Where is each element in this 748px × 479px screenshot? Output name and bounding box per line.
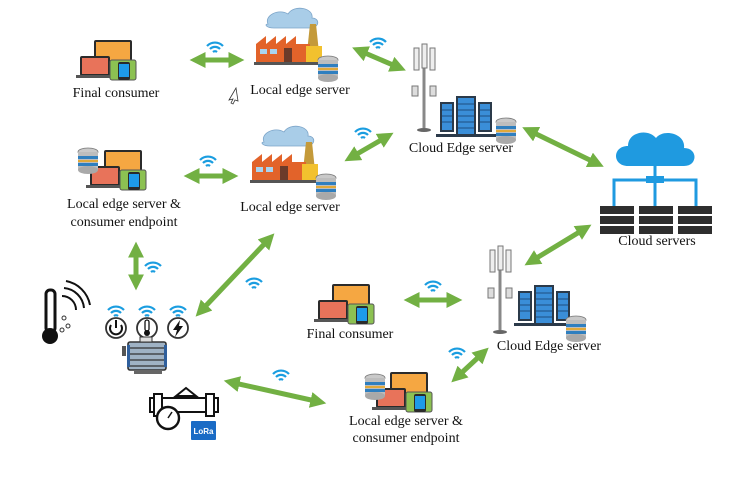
- label-local-edge-top: Local edge server: [250, 83, 350, 98]
- label-endpoint-bottom-2: consumer endpoint: [352, 431, 460, 446]
- arrow-local-edge-mid-to-sensors: [195, 233, 275, 317]
- energy-sensor: [167, 305, 189, 339]
- power-sensor: [105, 305, 127, 339]
- server-racks-icon: [435, 95, 497, 138]
- wifi-icon: [198, 155, 218, 168]
- database-icon: [317, 55, 339, 83]
- wifi-icon: [447, 347, 467, 360]
- factory-icon: [249, 125, 319, 184]
- wifi-icon: [271, 369, 291, 382]
- label-cloud-edge-bottom: Cloud Edge server: [496, 339, 602, 354]
- wifi-icon: [353, 127, 373, 140]
- database-icon: [77, 147, 99, 175]
- arrow-cloud-servers-to-cloud-edge-bottom: [524, 224, 592, 266]
- label-endpoint-left-2: consumer endpoint: [70, 215, 178, 230]
- label-final-consumer-bottom: Final consumer: [306, 327, 394, 342]
- thermometer-sensor: [136, 305, 158, 339]
- label-endpoint-left-1: Local edge server &: [67, 197, 181, 212]
- devices-icon: [313, 283, 375, 325]
- database-icon: [315, 173, 337, 201]
- arrow-cloud-edge-top-to-cloud-servers: [522, 126, 604, 168]
- arrow-flow-meter-to-endpoint-bottom: [223, 376, 327, 408]
- label-final-consumer-top: Final consumer: [72, 86, 160, 101]
- arrow-local-edge-mid-to-cloud-edge-top: [344, 132, 394, 162]
- lora-badge: LoRa: [191, 421, 216, 440]
- label-endpoint-bottom-1: Local edge server &: [349, 414, 463, 429]
- svg-text:LoRa: LoRa: [194, 427, 215, 436]
- wifi-icon: [244, 277, 264, 290]
- wifi-icon: [368, 37, 388, 50]
- label-local-edge-mid: Local edge server: [240, 200, 340, 215]
- devices-icon: [75, 39, 137, 81]
- label-cloud-edge-top: Cloud Edge server: [408, 141, 514, 156]
- motor-icon: [122, 336, 167, 374]
- server-racks-icon: [513, 284, 575, 327]
- database-icon: [364, 373, 386, 401]
- cell-tower-icon: [486, 244, 514, 336]
- flow-meter-icon: [149, 386, 219, 431]
- label-cloud-servers: Cloud servers: [618, 234, 696, 249]
- wifi-icon: [143, 261, 163, 274]
- wifi-icon: [205, 41, 225, 54]
- factory-icon: [253, 7, 323, 66]
- temperature-humidity-sensor: [42, 280, 91, 344]
- wifi-icon: [423, 280, 443, 293]
- cell-tower-icon: [410, 42, 438, 134]
- arrow-local-edge-to-cloud-edge-top: [352, 46, 406, 72]
- mouse-cursor-icon: [228, 86, 239, 105]
- arrow-endpoint-bottom-to-cloud-edge-bottom: [451, 347, 489, 383]
- cloud-servers-icon: [600, 132, 712, 234]
